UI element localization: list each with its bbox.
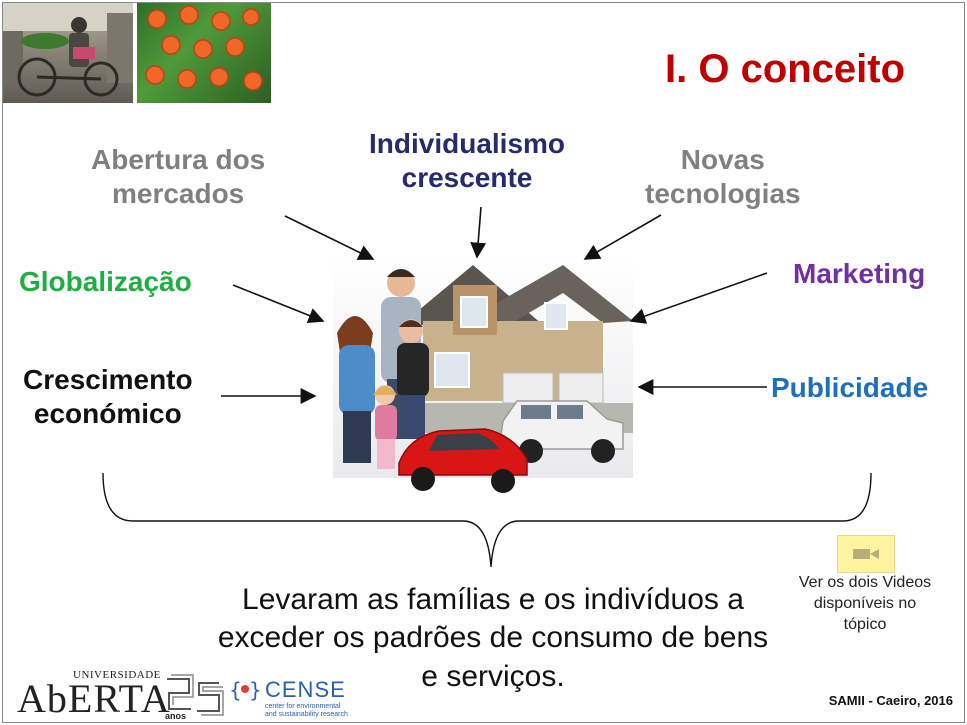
cense-braces-icon: { } xyxy=(229,678,262,702)
video-note-line: Ver os dois Videos xyxy=(798,574,932,591)
label-line: Crescimento xyxy=(23,364,193,395)
curly-brace xyxy=(102,472,872,568)
svg-text:{: { xyxy=(229,678,242,702)
logo-anos-text: anos xyxy=(165,711,187,721)
label-novas-tecnologias: Novas tecnologias xyxy=(645,143,801,211)
video-note-line: disponíveis no xyxy=(813,594,917,612)
label-line: crescente xyxy=(401,162,533,194)
label-crescimento-economico: Crescimento económico xyxy=(23,363,193,431)
diagram-graphics xyxy=(102,206,872,568)
cense-logo: { } CENSE center for environmental and s… xyxy=(229,677,348,718)
conclusion-line: exceder os padrões de consumo de bens xyxy=(217,621,769,655)
video-button[interactable] xyxy=(837,535,895,573)
label-line: Abertura dos xyxy=(91,144,266,175)
logo-cense-subtitle-line: center for environmental xyxy=(265,703,341,710)
family-illustration xyxy=(337,269,429,469)
cars-illustration xyxy=(398,400,624,493)
conclusion-line: e serviços. xyxy=(421,659,565,693)
svg-text:}: } xyxy=(249,678,261,702)
logo-cense-subtitle-line: and sustainability research xyxy=(265,710,348,718)
street-vendor-photo xyxy=(3,3,133,103)
arrow-globalizacao xyxy=(232,284,325,324)
label-line: Novas xyxy=(680,144,765,175)
conclusion-text: Levaram as famílias e os indivíduos a ex… xyxy=(183,581,803,696)
label-line: económico xyxy=(33,398,182,430)
number-25-icon xyxy=(167,674,224,716)
logo-universidade-text: UNIVERSIDADE xyxy=(73,669,161,681)
arrow-individualismo xyxy=(470,206,487,259)
logo-aberta-text: AbERTA xyxy=(17,676,171,721)
video-camera-icon xyxy=(853,549,879,559)
fruit-photo xyxy=(137,3,271,103)
label-line: mercados xyxy=(111,178,245,210)
label-publicidade: Publicidade xyxy=(771,372,929,403)
arrow-marketing xyxy=(629,272,768,324)
label-line: Individualismo xyxy=(369,128,566,159)
video-note-line: tópico xyxy=(843,615,887,633)
conclusion-line: Levaram as famílias e os indivíduos a xyxy=(242,583,744,616)
logo-cense-text: CENSE xyxy=(265,677,346,702)
slide-title: I. O conceito xyxy=(665,47,906,91)
arrow-abertura xyxy=(284,215,375,260)
arrow-novas xyxy=(583,214,662,260)
label-individualismo-crescente: Individualismo crescente xyxy=(369,127,565,195)
label-globalizacao: Globalização xyxy=(19,266,192,297)
label-abertura-mercados: Abertura dos mercados xyxy=(91,143,265,211)
label-marketing: Marketing xyxy=(793,258,926,289)
logo-cense-subtitle: center for environmental and sustainabil… xyxy=(265,703,348,718)
25-anos-logo: anos xyxy=(163,671,227,722)
footer-citation: SAMII - Caeiro, 2016 xyxy=(828,693,953,708)
label-line: tecnologias xyxy=(645,178,801,210)
video-note: Ver os dois Videos disponíveis no tópico xyxy=(785,573,945,635)
